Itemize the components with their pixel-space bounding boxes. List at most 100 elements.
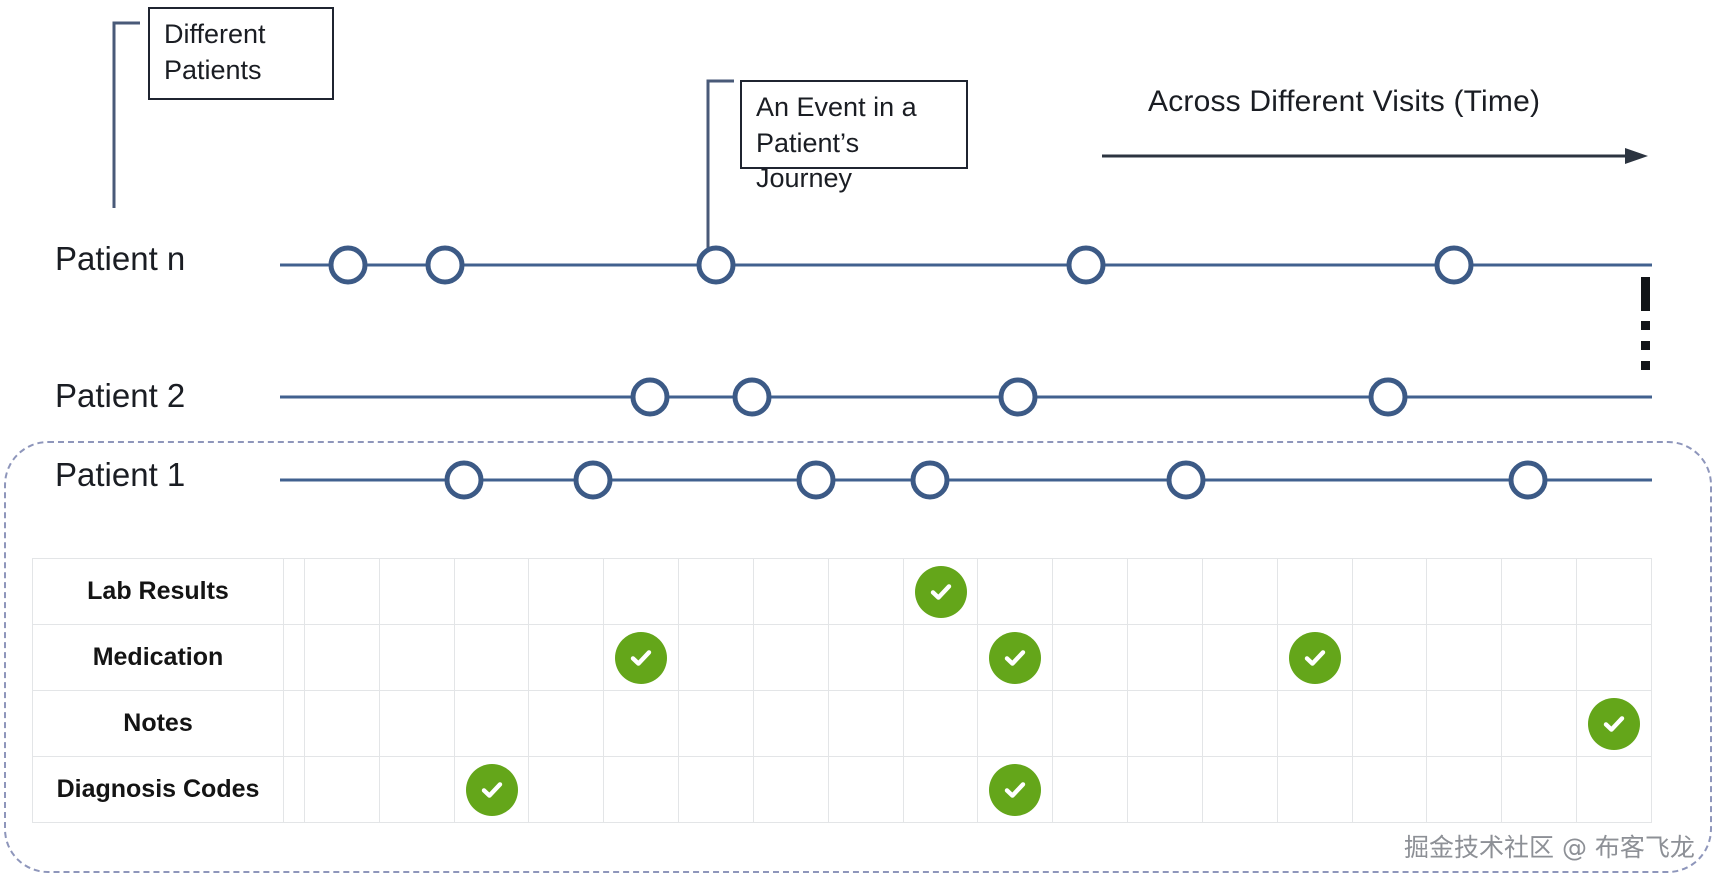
visit-node — [444, 460, 484, 500]
grid-cell[interactable] — [453, 558, 530, 625]
grid-cell[interactable] — [1426, 690, 1503, 757]
grid-cell[interactable] — [1426, 624, 1503, 691]
grid-cell[interactable] — [1276, 690, 1353, 757]
grid-cell[interactable] — [453, 690, 530, 757]
data-type-row-label: Lab Results — [32, 558, 284, 625]
visit-node — [1434, 245, 1474, 285]
grid-cell[interactable] — [603, 624, 680, 691]
grid-cell[interactable] — [827, 690, 904, 757]
data-type-row: Diagnosis Codes — [32, 756, 1652, 823]
visit-node — [1066, 245, 1106, 285]
grid-cell[interactable] — [1201, 624, 1278, 691]
grid-cell[interactable] — [977, 558, 1054, 625]
grid-cell[interactable] — [752, 756, 829, 823]
grid-cell[interactable] — [1052, 756, 1129, 823]
grid-cell[interactable] — [1351, 756, 1428, 823]
grid-cell[interactable] — [378, 558, 455, 625]
grid-cell[interactable] — [304, 690, 380, 757]
grid-gutter — [283, 756, 305, 823]
grid-cell[interactable] — [1052, 558, 1129, 625]
grid-cell[interactable] — [1576, 756, 1652, 823]
grid-cell[interactable] — [977, 690, 1054, 757]
timeline-patient-2 — [280, 377, 1652, 417]
grid-cell[interactable] — [902, 690, 979, 757]
grid-cell[interactable] — [1276, 558, 1353, 625]
more-patients-ellipsis — [1638, 277, 1652, 381]
visit-node — [998, 377, 1038, 417]
grid-cell[interactable] — [1052, 690, 1129, 757]
grid-cell[interactable] — [678, 756, 754, 823]
grid-cell[interactable] — [827, 558, 904, 625]
grid-cell[interactable] — [1501, 558, 1578, 625]
grid-cell[interactable] — [603, 690, 680, 757]
grid-cell[interactable] — [678, 690, 754, 757]
grid-cell[interactable] — [528, 624, 605, 691]
visit-node — [910, 460, 950, 500]
ellipsis-dot — [1640, 361, 1650, 370]
grid-cell[interactable] — [603, 558, 680, 625]
grid-cell[interactable] — [304, 624, 380, 691]
grid-cell[interactable] — [977, 624, 1054, 691]
grid-cell[interactable] — [1052, 624, 1129, 691]
grid-cell[interactable] — [1351, 558, 1428, 625]
grid-cell[interactable] — [1276, 756, 1353, 823]
grid-cell[interactable] — [378, 690, 455, 757]
event-callout-bracket — [706, 79, 734, 266]
grid-cell[interactable] — [1576, 690, 1652, 757]
grid-cell[interactable] — [528, 756, 605, 823]
grid-cell[interactable] — [1201, 690, 1278, 757]
grid-cell[interactable] — [827, 624, 904, 691]
grid-cell[interactable] — [1576, 624, 1652, 691]
grid-cell[interactable] — [902, 558, 979, 625]
grid-cell[interactable] — [378, 624, 455, 691]
visit-node — [796, 460, 836, 500]
grid-cell[interactable] — [1127, 624, 1203, 691]
grid-cell[interactable] — [1351, 624, 1428, 691]
grid-cell[interactable] — [752, 558, 829, 625]
grid-cell[interactable] — [1276, 624, 1353, 691]
grid-cell[interactable] — [1501, 756, 1578, 823]
visit-node — [1508, 460, 1548, 500]
ellipsis-bar — [1640, 277, 1650, 311]
grid-cell[interactable] — [304, 756, 380, 823]
grid-cell[interactable] — [453, 756, 530, 823]
grid-cell[interactable] — [752, 690, 829, 757]
grid-cell[interactable] — [902, 756, 979, 823]
different-patients-bracket — [112, 21, 140, 208]
visit-node — [1166, 460, 1206, 500]
grid-cell[interactable] — [1127, 558, 1203, 625]
data-type-row: Lab Results — [32, 558, 1652, 625]
time-axis-label: Across Different Visits (Time) — [1148, 85, 1541, 118]
grid-cell[interactable] — [1501, 624, 1578, 691]
grid-cell[interactable] — [1351, 690, 1428, 757]
check-circle-icon — [465, 763, 518, 816]
grid-cell[interactable] — [678, 558, 754, 625]
grid-cell[interactable] — [827, 756, 904, 823]
grid-cell[interactable] — [1426, 558, 1503, 625]
grid-cell[interactable] — [1127, 756, 1203, 823]
grid-cell[interactable] — [902, 624, 979, 691]
grid-cell[interactable] — [528, 558, 605, 625]
grid-cell[interactable] — [1576, 558, 1652, 625]
grid-cell[interactable] — [1127, 690, 1203, 757]
grid-cell[interactable] — [1501, 690, 1578, 757]
grid-cell[interactable] — [528, 690, 605, 757]
grid-cell[interactable] — [678, 624, 754, 691]
ellipsis-dot — [1640, 321, 1650, 330]
callout-event-in-patient-journey: An Event in a Patient’s Journey — [740, 80, 968, 193]
visit-node — [328, 245, 368, 285]
visit-node — [732, 377, 772, 417]
grid-cell[interactable] — [1201, 558, 1278, 625]
grid-cell[interactable] — [603, 756, 680, 823]
data-type-row-label: Medication — [32, 624, 284, 691]
check-circle-icon — [1588, 697, 1641, 750]
grid-cell[interactable] — [1426, 756, 1503, 823]
grid-cell[interactable] — [752, 624, 829, 691]
grid-cell[interactable] — [453, 624, 530, 691]
grid-cell[interactable] — [304, 558, 380, 625]
grid-cell[interactable] — [1201, 756, 1278, 823]
grid-cell[interactable] — [378, 756, 455, 823]
grid-cell[interactable] — [977, 756, 1054, 823]
